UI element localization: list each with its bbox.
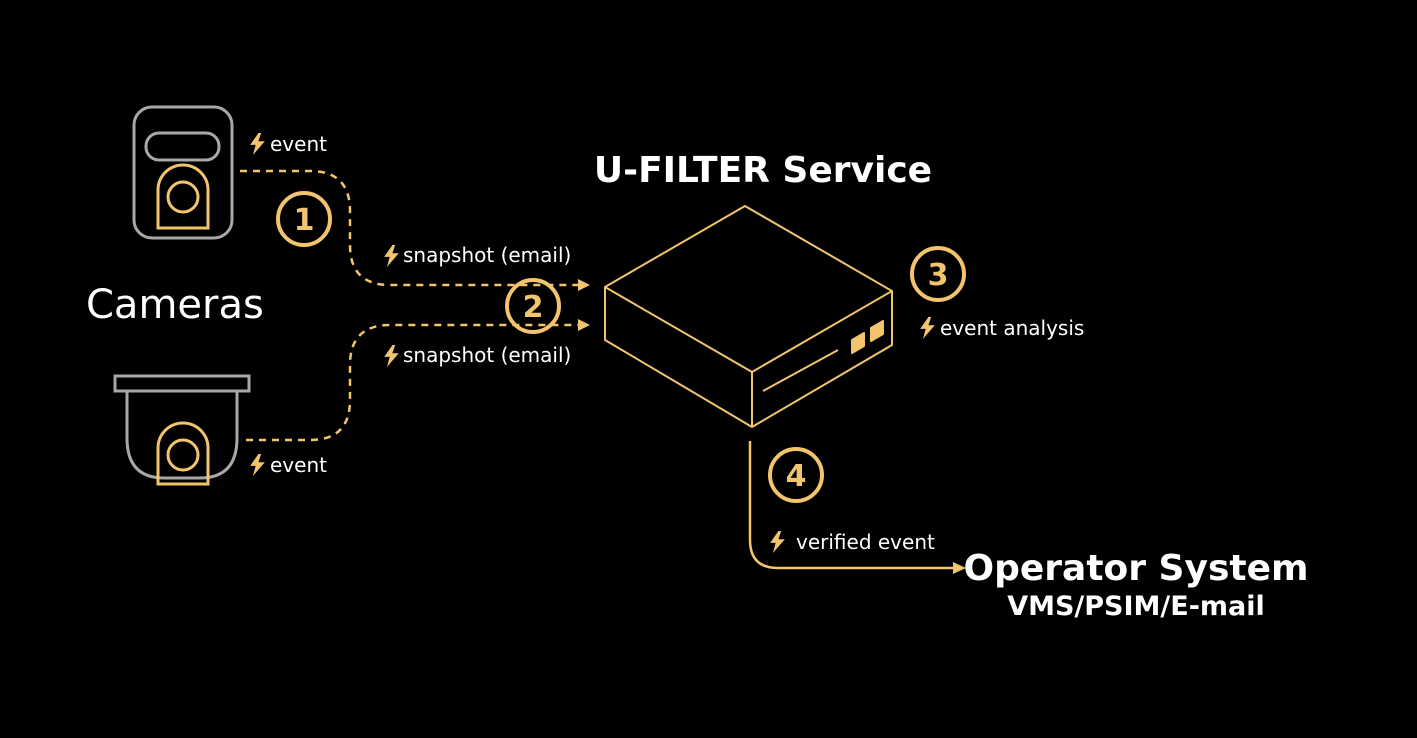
svg-text:2: 2: [523, 290, 544, 325]
verified-event-label: verified event: [770, 530, 935, 554]
arrow-icon: [578, 319, 590, 331]
step-badge-3: 3: [910, 246, 966, 302]
service-title: U-FILTER Service: [594, 150, 932, 191]
snapshot-connectors: [240, 169, 580, 442]
svg-text:snapshot (email): snapshot (email): [403, 343, 571, 367]
event-label-top: event: [250, 132, 327, 156]
svg-text:event analysis: event analysis: [940, 316, 1084, 340]
connector-bottom: [246, 323, 580, 442]
step-badge-2: 2: [505, 278, 561, 334]
bolt-icon: [250, 133, 265, 155]
bolt-icon: [384, 245, 399, 267]
box-camera-icon: [132, 105, 234, 240]
connector-top: [240, 169, 580, 287]
cameras-label: Cameras: [86, 282, 264, 328]
snapshot-label-bottom: snapshot (email): [384, 343, 571, 367]
verified-event-connector: [748, 441, 955, 570]
svg-text:4: 4: [786, 459, 807, 494]
bolt-icon: [250, 454, 265, 476]
dome-camera-icon: [113, 374, 251, 486]
operator-subtitle: VMS/PSIM/E-mail: [1007, 591, 1265, 622]
snapshot-label-top: snapshot (email): [384, 243, 571, 267]
svg-text:verified event: verified event: [796, 530, 935, 554]
event-label-bottom: event: [250, 453, 327, 477]
step-badge-4: 4: [768, 447, 824, 503]
step-badge-1: 1: [276, 191, 332, 247]
arrow-icon: [953, 562, 966, 574]
svg-text:3: 3: [928, 258, 949, 293]
operator-title: Operator System: [963, 548, 1308, 589]
svg-text:snapshot (email): snapshot (email): [403, 243, 571, 267]
svg-text:1: 1: [294, 203, 315, 238]
svg-text:event: event: [270, 132, 327, 156]
bolt-icon: [920, 317, 935, 339]
event-analysis-label: event analysis: [920, 316, 1084, 340]
svg-text:event: event: [270, 453, 327, 477]
server-box-icon: [604, 205, 893, 428]
bolt-icon: [770, 531, 785, 553]
arrow-icon: [578, 279, 590, 291]
bolt-icon: [384, 345, 399, 367]
